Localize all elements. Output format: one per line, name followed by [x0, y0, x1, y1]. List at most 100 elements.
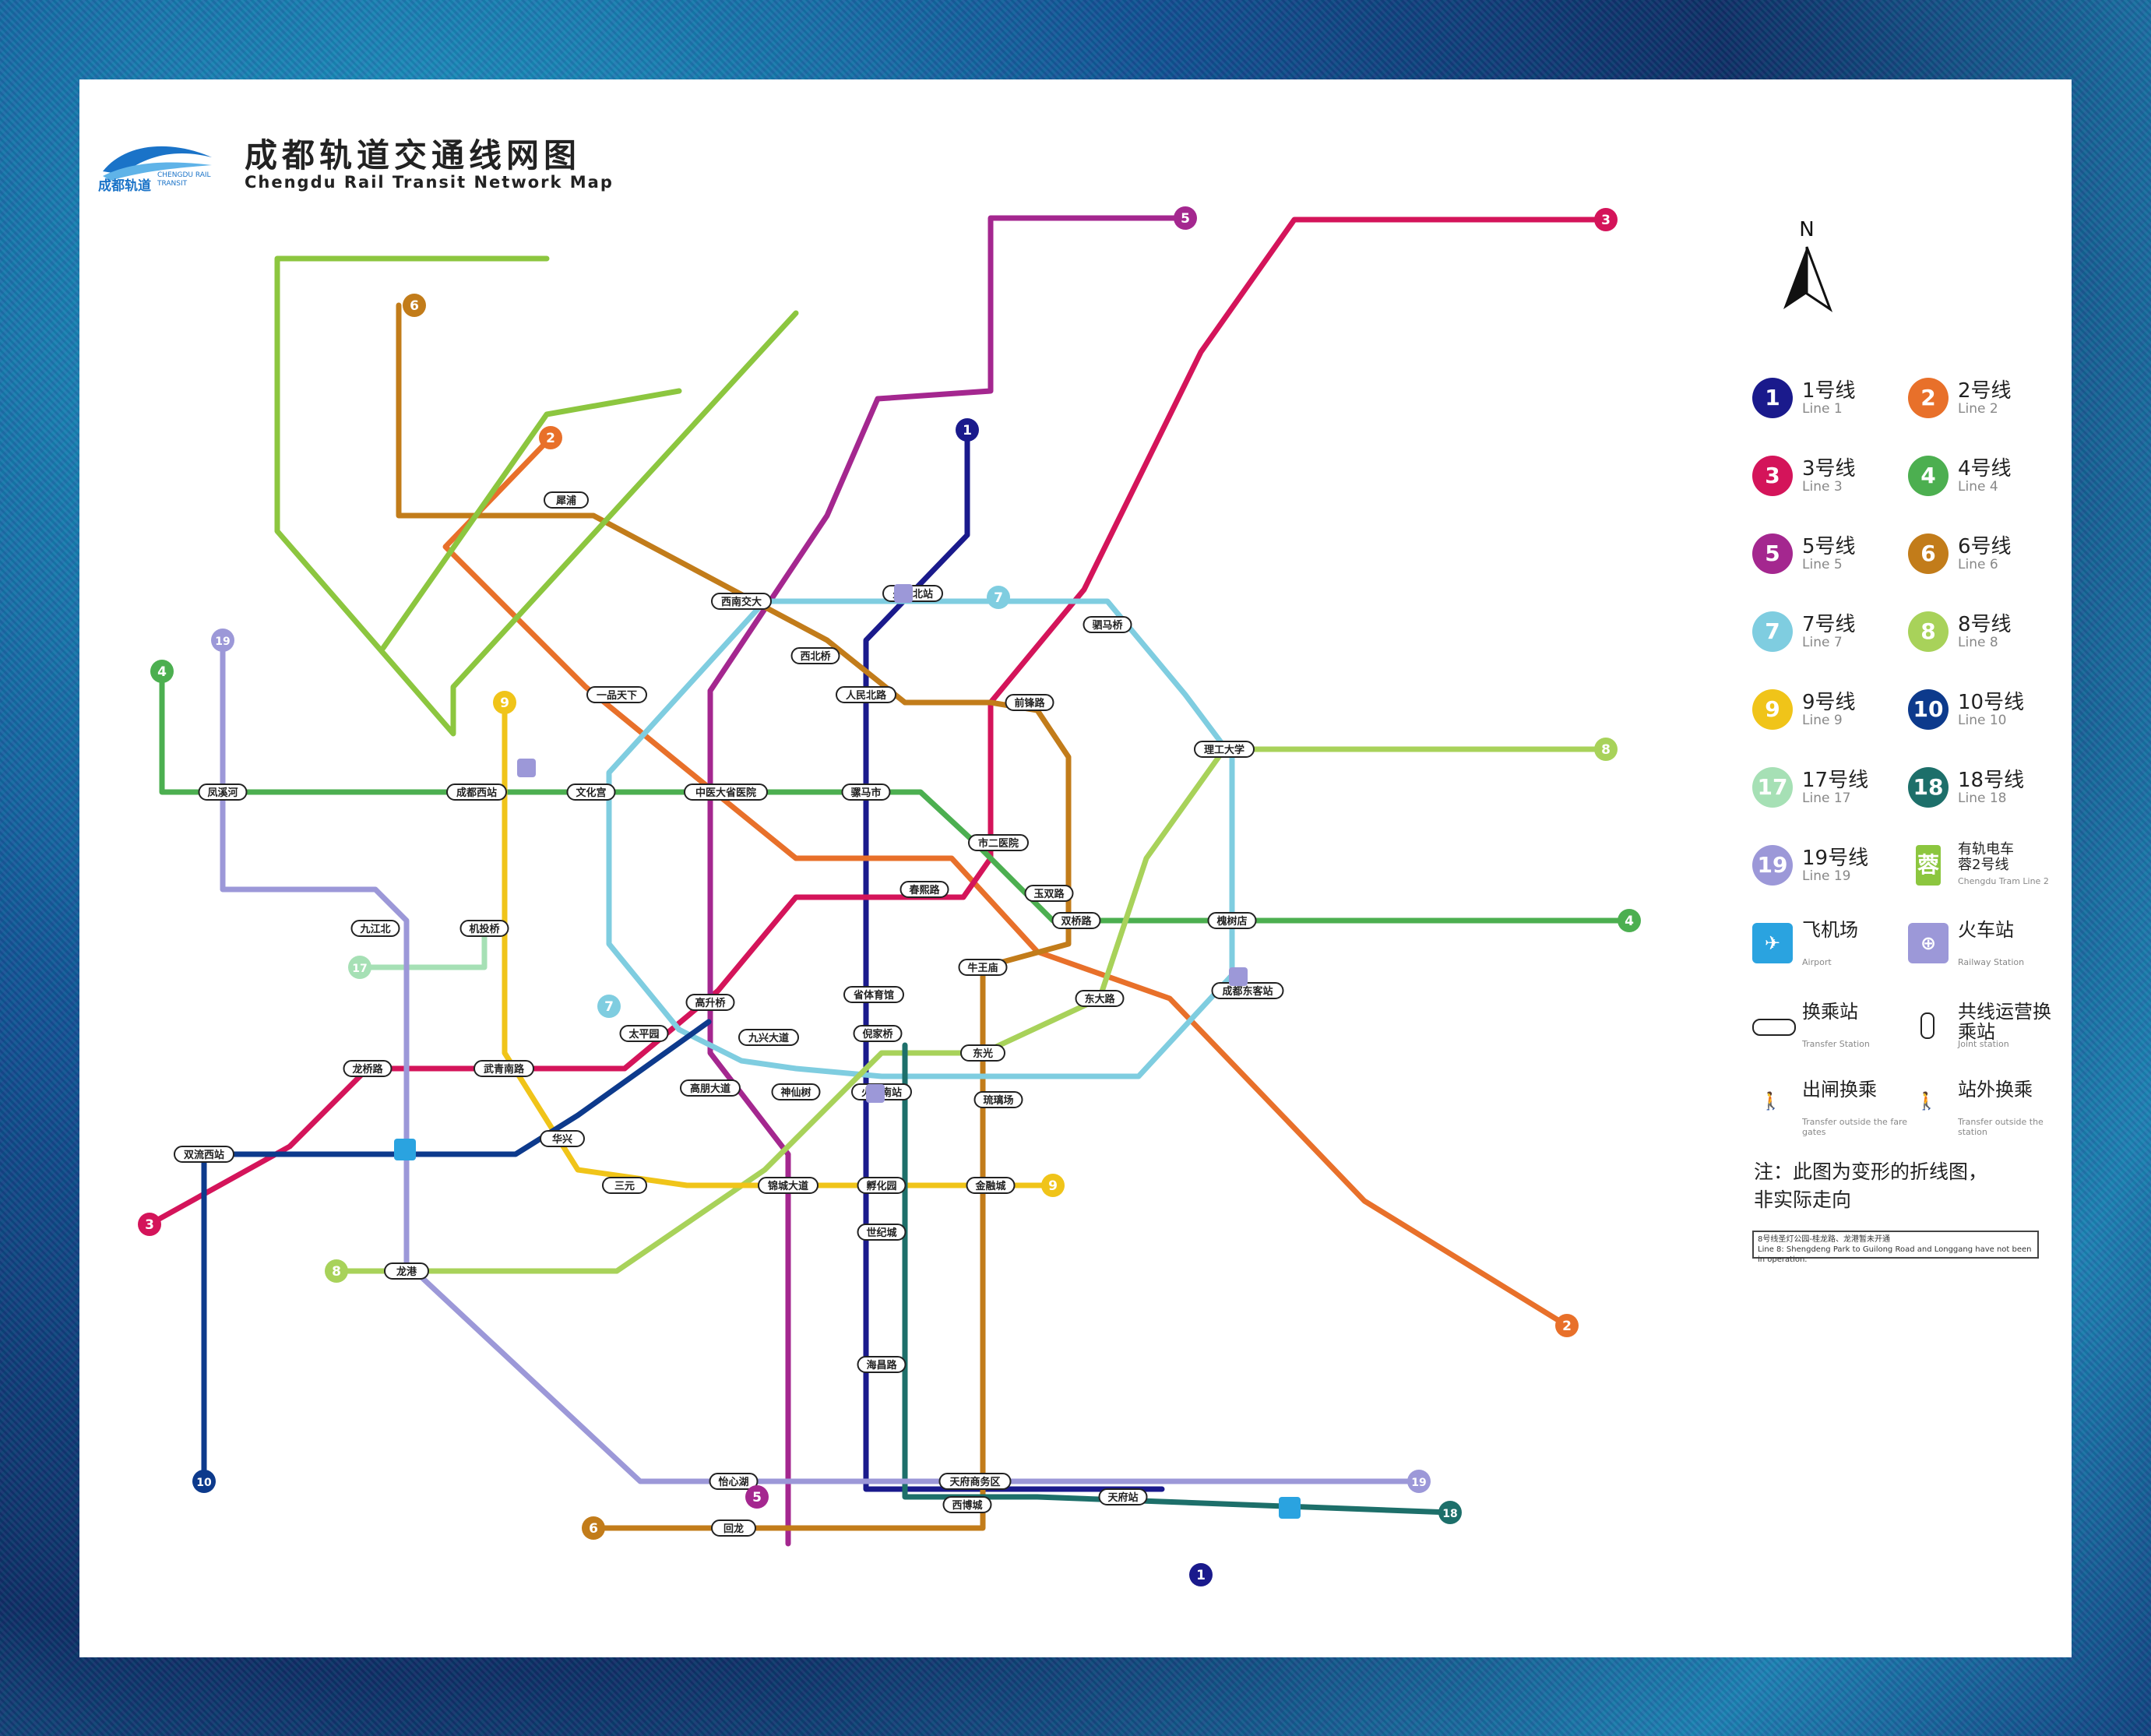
- transfer-station[interactable]: 省体育馆: [843, 986, 904, 1003]
- line-terminal-badge: 5: [1174, 206, 1197, 230]
- line-terminal-badge: 6: [582, 1516, 605, 1540]
- transfer-station[interactable]: 倪家桥: [853, 1025, 903, 1042]
- map-note: 注：此图为变形的折线图， 非实际走向: [1754, 1160, 1988, 1211]
- transfer-station-label: 海昌路: [866, 1359, 897, 1372]
- transfer-station[interactable]: 华兴: [540, 1130, 585, 1147]
- transfer-station-label: 武青南路: [484, 1063, 525, 1076]
- transfer-station[interactable]: 机投桥: [459, 920, 509, 937]
- badge-number: 19: [1411, 1477, 1426, 1489]
- line8-notice-en: Line 8: Shengdeng Park to Guilong Road a…: [1758, 1245, 2032, 1264]
- transfer-station[interactable]: 东大路: [1075, 990, 1125, 1007]
- logo-text-en: CHENGDU RAIL TRANSIT: [157, 171, 211, 188]
- transfer-station[interactable]: 人民北路: [836, 686, 896, 703]
- transfer-station-label: 凤溪河: [207, 787, 238, 799]
- transfer-station-label: 人民北路: [846, 689, 887, 702]
- line-terminal-badge: 2: [1555, 1314, 1579, 1337]
- tram-2-branch: [380, 388, 682, 651]
- transfer-station[interactable]: 高朋大道: [680, 1079, 741, 1097]
- transfer-station[interactable]: 高升桥: [685, 994, 735, 1011]
- transfer-station[interactable]: 槐树店: [1207, 912, 1257, 929]
- transfer-station[interactable]: 回龙: [711, 1519, 756, 1537]
- transfer-station[interactable]: 太平园: [619, 1025, 669, 1042]
- line-badge-icon: 6: [1908, 533, 1949, 574]
- line-terminal-badge: 9: [1041, 1174, 1065, 1197]
- transfer-station-label: 一品天下: [597, 690, 637, 702]
- transfer-station[interactable]: 玉双路: [1024, 885, 1074, 902]
- transfer-station[interactable]: 牛王庙: [958, 959, 1008, 976]
- transfer-station[interactable]: 西南交大: [711, 593, 772, 610]
- transfer-station[interactable]: 犀浦: [544, 491, 589, 509]
- legend-line-cn: 10号线: [1958, 691, 2025, 714]
- compass-label: N: [1799, 218, 1814, 241]
- transfer-station[interactable]: 海昌路: [857, 1356, 907, 1373]
- transfer-station-label: 成都东客站: [1222, 985, 1273, 998]
- transfer-station-label: 九江北: [359, 923, 390, 935]
- line-4-route: [159, 668, 1632, 924]
- transfer-station[interactable]: 九兴大道: [738, 1029, 799, 1046]
- legend-line-en: Line 6: [1958, 557, 1998, 572]
- transfer-station[interactable]: 琉璃场: [973, 1091, 1023, 1108]
- transfer-station[interactable]: 市二医院: [968, 834, 1029, 851]
- badge-number: 1: [963, 423, 972, 438]
- transfer-station[interactable]: 武青南路: [474, 1060, 534, 1077]
- line-badge-icon: 1: [1752, 378, 1793, 418]
- badge-number: 6: [589, 1521, 598, 1537]
- line-terminal-badge: 5: [745, 1485, 769, 1509]
- transfer-station[interactable]: 世纪城: [857, 1224, 907, 1241]
- transfer-station[interactable]: 西博城: [942, 1496, 992, 1513]
- transfer-station[interactable]: 金融城: [966, 1177, 1016, 1194]
- chengdu-rail-logo: [103, 146, 212, 181]
- transfer-station[interactable]: 东光: [960, 1044, 1005, 1062]
- transfer-station[interactable]: 骡马市: [841, 783, 891, 801]
- line-17-route: [357, 925, 488, 970]
- transfer-station[interactable]: 西北桥: [790, 647, 840, 664]
- line-terminal-badge: 9: [493, 691, 516, 714]
- badge-number: 9: [500, 695, 509, 711]
- transfer-station[interactable]: 理工大学: [1194, 741, 1255, 758]
- line-terminal-badge: 4: [150, 660, 174, 683]
- transfer-station-label: 文化宫: [576, 787, 606, 799]
- line8-notice-cn: 8号线圣灯公园-桂龙路、龙港暂未开通: [1758, 1235, 1890, 1244]
- badge-number: 8: [1601, 742, 1611, 758]
- transfer-station[interactable]: 神仙树: [771, 1083, 821, 1100]
- transfer-station-label: 孵化园: [866, 1180, 896, 1192]
- transfer-station-label: 锦城大道: [768, 1180, 808, 1192]
- legend-line-cn: 1号线: [1802, 379, 1856, 403]
- transfer-station[interactable]: 九江北: [350, 920, 400, 937]
- transfer-station[interactable]: 凤溪河: [198, 783, 248, 801]
- transfer-station[interactable]: 天府站: [1098, 1488, 1148, 1505]
- legend-line-en: Line 19: [1802, 868, 1851, 884]
- transfer-station[interactable]: 怡心湖: [709, 1473, 759, 1490]
- transfer-station[interactable]: 前锋路: [1005, 694, 1054, 711]
- transfer-station[interactable]: 龙桥路: [343, 1060, 393, 1077]
- badge-number: 19: [215, 636, 230, 648]
- badge-number: 2: [1562, 1319, 1572, 1334]
- transfer-station[interactable]: 成都东客站: [1211, 982, 1284, 999]
- transfer-station[interactable]: 中医大省医院: [684, 783, 768, 801]
- transfer-station-label: 世纪城: [866, 1227, 896, 1239]
- transfer-station[interactable]: 双桥路: [1051, 912, 1101, 929]
- transfer-station[interactable]: 孵化园: [857, 1177, 907, 1194]
- transfer-station[interactable]: 锦城大道: [758, 1177, 819, 1194]
- transfer-station[interactable]: 驷马桥: [1083, 616, 1132, 633]
- line-terminal-badge: 7: [597, 995, 621, 1018]
- transfer-station-label: 太平园: [628, 1028, 659, 1041]
- transfer-station[interactable]: 龙港: [384, 1262, 429, 1280]
- transfer-station[interactable]: 成都西站: [446, 783, 507, 801]
- transfer-station[interactable]: 一品天下: [586, 686, 647, 703]
- line-7-route: [606, 598, 1235, 1079]
- legend-label-cn: 飞机场: [1802, 919, 1858, 941]
- transfer-station[interactable]: 天府商务区: [938, 1473, 1012, 1490]
- legend-label-cn: 站外换乘: [1958, 1079, 2033, 1100]
- badge-number: 18: [1442, 1508, 1457, 1520]
- transfer-station[interactable]: 双流西站: [174, 1146, 234, 1163]
- line-19-route: [220, 637, 1422, 1484]
- transfer-station[interactable]: 三元: [602, 1177, 647, 1194]
- transfer-station[interactable]: 春熙路: [899, 881, 949, 898]
- legend-line-en: Line 5: [1802, 557, 1843, 572]
- transfer-station[interactable]: 文化宫: [566, 783, 616, 801]
